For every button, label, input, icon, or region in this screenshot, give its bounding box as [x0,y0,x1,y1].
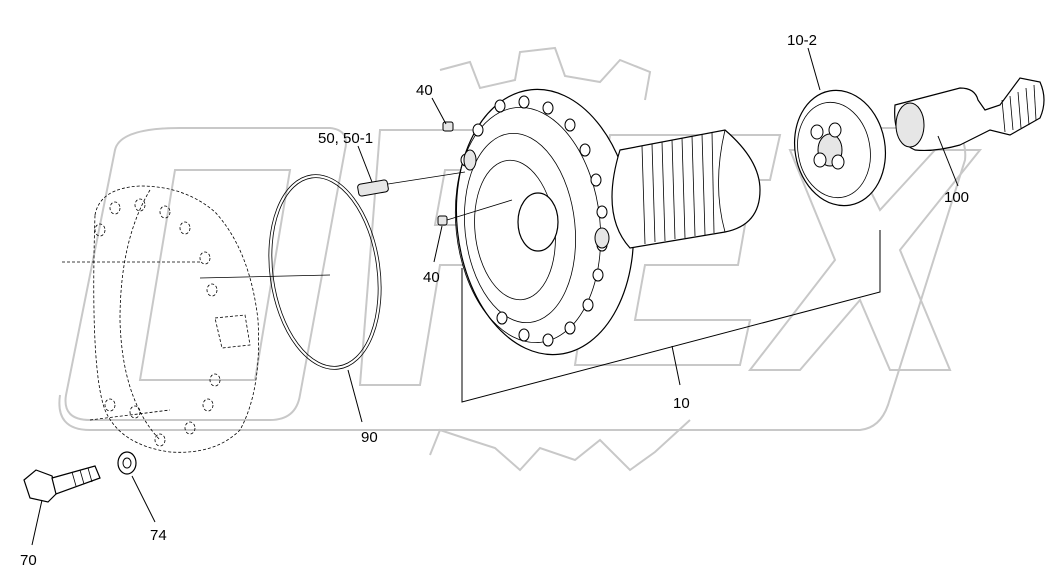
callout-50: 50, 50-1 [318,130,373,147]
hub-face-ring [464,132,576,324]
assembly-axis-line [199,274,331,279]
axle-centerline-lower [89,409,171,421]
hub-bolt-holes [460,95,608,347]
hub-side-boss [463,149,477,171]
hub-threaded-boss [594,227,610,249]
callout-10: 10 [673,395,690,412]
watermark-letter-e [573,134,782,366]
plug-40-guide [446,199,513,221]
callout-40-top: 40 [416,82,433,99]
plug-part-50 [357,171,466,197]
callout-labels: 10-2 40 50, 50-1 100 40 10 90 74 70 [20,32,969,569]
axle-housing-phantom [62,185,259,453]
plug-part-40-mid [437,215,448,226]
leader-lines [31,47,959,546]
hub-splined-shaft [611,129,761,249]
washer-part-74 [117,451,137,475]
callout-100: 100 [944,189,969,206]
shaft-spline-teeth [1001,84,1037,133]
bolt-part-70 [23,465,101,503]
callout-40-mid: 40 [423,269,440,286]
housing-body-outline [119,189,161,441]
hub-center-bore [517,192,559,252]
watermark-letter-x [747,149,983,371]
ring-part-10-2 [793,89,887,207]
housing-notch-outline [214,314,251,349]
housing-flange-outline [93,185,259,453]
callout-10-2: 10-2 [787,32,817,49]
callout-90: 90 [361,429,378,446]
hub-shaft-end [718,129,726,233]
callout-74: 74 [150,527,167,544]
housing-bolt-holes [94,198,221,447]
hub-assembly-part-10 [454,88,761,356]
hub-spline-teeth [641,131,715,245]
o-ring-part-90 [268,174,382,370]
watermark-letter-o [64,127,347,421]
shaft-part-100 [894,77,1045,152]
watermark-gear-outline [429,46,691,472]
callout-70: 70 [20,552,37,569]
plug-part-40-top [442,121,454,132]
